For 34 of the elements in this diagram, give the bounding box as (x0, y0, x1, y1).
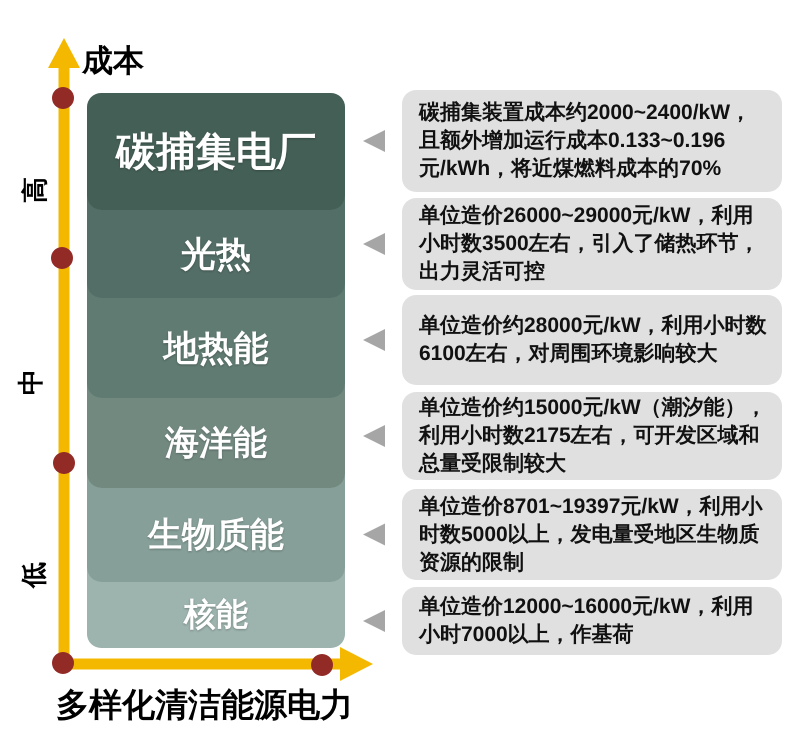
cost-band (87, 488, 345, 582)
axis-title: 多样化清洁能源电力 (56, 687, 353, 724)
pointer-arrow (363, 329, 385, 351)
band-label: 地热能 (164, 328, 268, 370)
description-text: 单位造价8701~19397元/kW，利用小时数5000以上，发电量受地区生物质资源的限制 (419, 494, 764, 576)
pointer-arrow (363, 130, 385, 152)
description-text: 单位造价26000~29000元/kW，利用小时数3500左右，引入了储热环节，出力灵活可控 (419, 203, 761, 285)
pointer-arrow (363, 610, 385, 632)
cost-band (87, 398, 345, 488)
cost-band (87, 298, 345, 398)
axis-level-label: 高 (20, 177, 50, 203)
description-card (402, 90, 782, 192)
pointer-arrow (363, 425, 385, 447)
description-text: 单位造价12000~16000元/kW，利用小时7000以上，作基荷 (419, 594, 754, 648)
pointer-arrow (363, 233, 385, 255)
description-text: 单位造价约28000元/kW，利用小时数6100左右，对周围环境影响较大 (419, 313, 768, 367)
band-label: 碳捕集电厂 (116, 129, 316, 176)
band-label: 核能 (184, 595, 248, 634)
description-card (402, 198, 782, 290)
description-text: 碳捕集装置成本约2000~2400/kW，且额外增加运行成本0.133~0.196元/kWh，将近煤燃料成本的70% (419, 100, 752, 182)
axis-level-label: 低 (20, 562, 48, 588)
cost-band (87, 93, 345, 210)
pointer-arrow (363, 524, 385, 546)
description-text: 单位造价约15000元/kW（潮汐能），利用小时数2175左右，可开发区域和总量受限制较大 (419, 395, 768, 477)
band-label: 光热 (181, 234, 251, 276)
cost-band (87, 210, 345, 298)
description-card (402, 587, 782, 655)
cost-band (87, 582, 345, 648)
description-card (402, 489, 782, 580)
axis-title: 成本 (82, 44, 144, 78)
band-label: 生物质能 (148, 515, 284, 556)
description-card (402, 295, 782, 385)
axis-level-label: 中 (16, 369, 46, 395)
band-label: 海洋能 (165, 423, 267, 464)
